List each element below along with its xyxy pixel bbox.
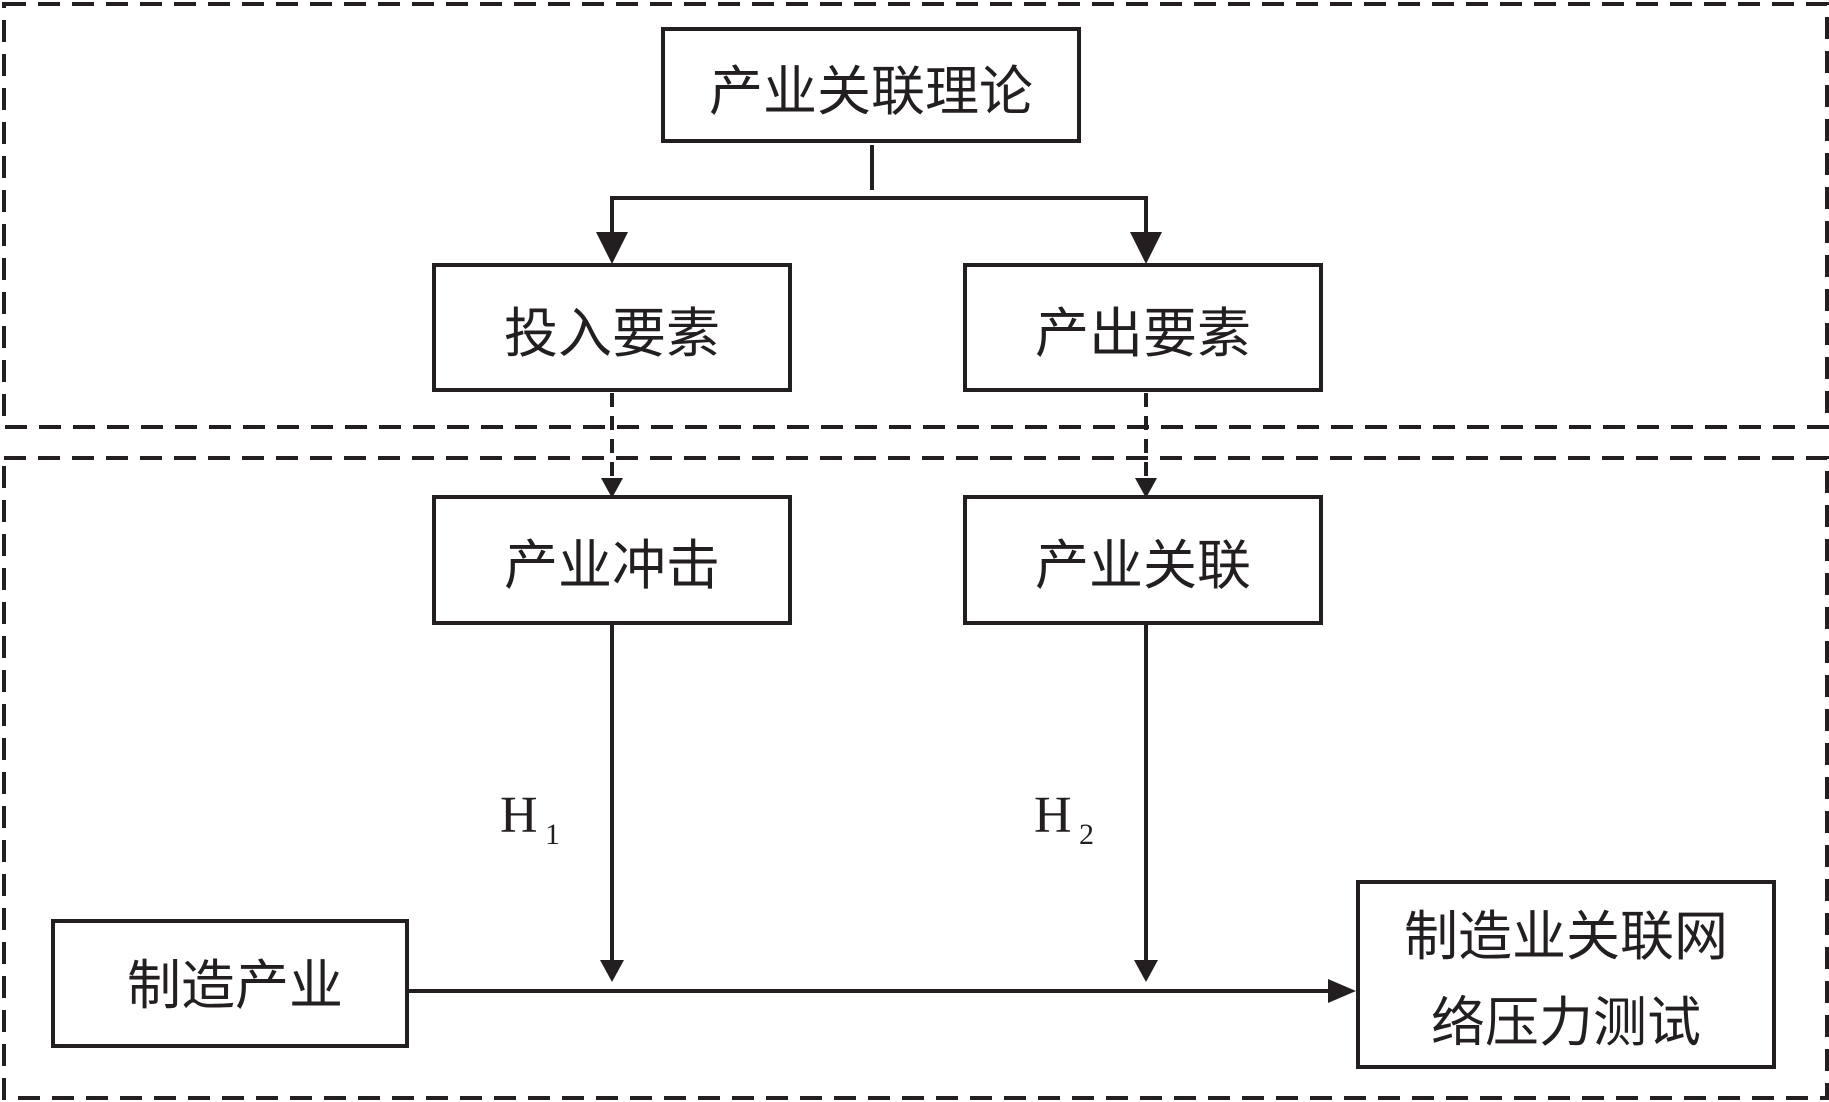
model-section-frame xyxy=(2,456,1829,1100)
arrow-to-input-factor xyxy=(596,232,628,264)
h2-subscript: 2 xyxy=(1079,818,1094,851)
hypothesis-h2-label: H 2 xyxy=(1034,787,1094,851)
industry-linkage-box xyxy=(963,495,1323,625)
h1-letter: H xyxy=(500,787,538,844)
h2-arrowhead xyxy=(1134,960,1158,982)
output-factor-box xyxy=(963,263,1323,392)
h1-arrowhead xyxy=(600,960,624,982)
industry-shock-box xyxy=(432,495,792,625)
industry-linkage-label: 产业关联 xyxy=(1035,534,1251,597)
hypothesis-h1-label: H 1 xyxy=(500,787,560,851)
arrow-to-output-factor xyxy=(1130,232,1162,264)
input-factor-box xyxy=(432,263,792,392)
dashed-mapping-connectors xyxy=(610,393,1148,480)
stress-test-label-line1: 制造业关联网 xyxy=(1404,905,1728,968)
theory-label: 产业关联理论 xyxy=(709,60,1033,123)
industry-shock-label: 产业冲击 xyxy=(504,534,720,597)
input-factor-label: 投入要素 xyxy=(504,302,720,365)
stress-test-box xyxy=(1356,880,1776,1069)
main-path-arrowhead xyxy=(1328,979,1356,1003)
theory-branch-connector xyxy=(610,145,1148,242)
output-factor-label: 产出要素 xyxy=(1035,302,1251,365)
arrow-to-industry-linkage xyxy=(1135,478,1157,498)
h2-letter: H xyxy=(1034,787,1072,844)
manufacturing-box xyxy=(51,919,409,1048)
arrow-to-industry-shock xyxy=(601,478,623,498)
stress-test-label-line2: 络压力测试 xyxy=(1431,991,1701,1054)
h1-subscript: 1 xyxy=(545,818,560,851)
manufacturing-label: 制造产业 xyxy=(127,954,343,1017)
theory-box xyxy=(661,27,1081,143)
